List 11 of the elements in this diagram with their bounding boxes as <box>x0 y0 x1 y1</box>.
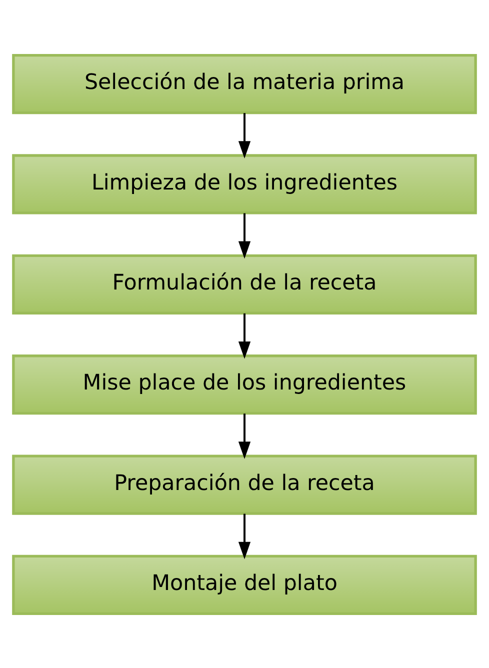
node-box: Preparación de la receta <box>12 454 477 514</box>
arrow <box>238 413 251 459</box>
node-box: Selección de la materia prima <box>12 54 477 114</box>
node-box: Formulación de la receta <box>12 254 477 314</box>
node-box: Montaje del plato <box>12 554 477 614</box>
arrow <box>238 212 251 258</box>
arrow <box>238 312 251 358</box>
node-box: Limpieza de los ingredientes <box>12 154 477 214</box>
node-box: Mise place de los ingredientes <box>12 354 477 414</box>
arrow <box>238 513 251 559</box>
arrow <box>238 112 251 158</box>
